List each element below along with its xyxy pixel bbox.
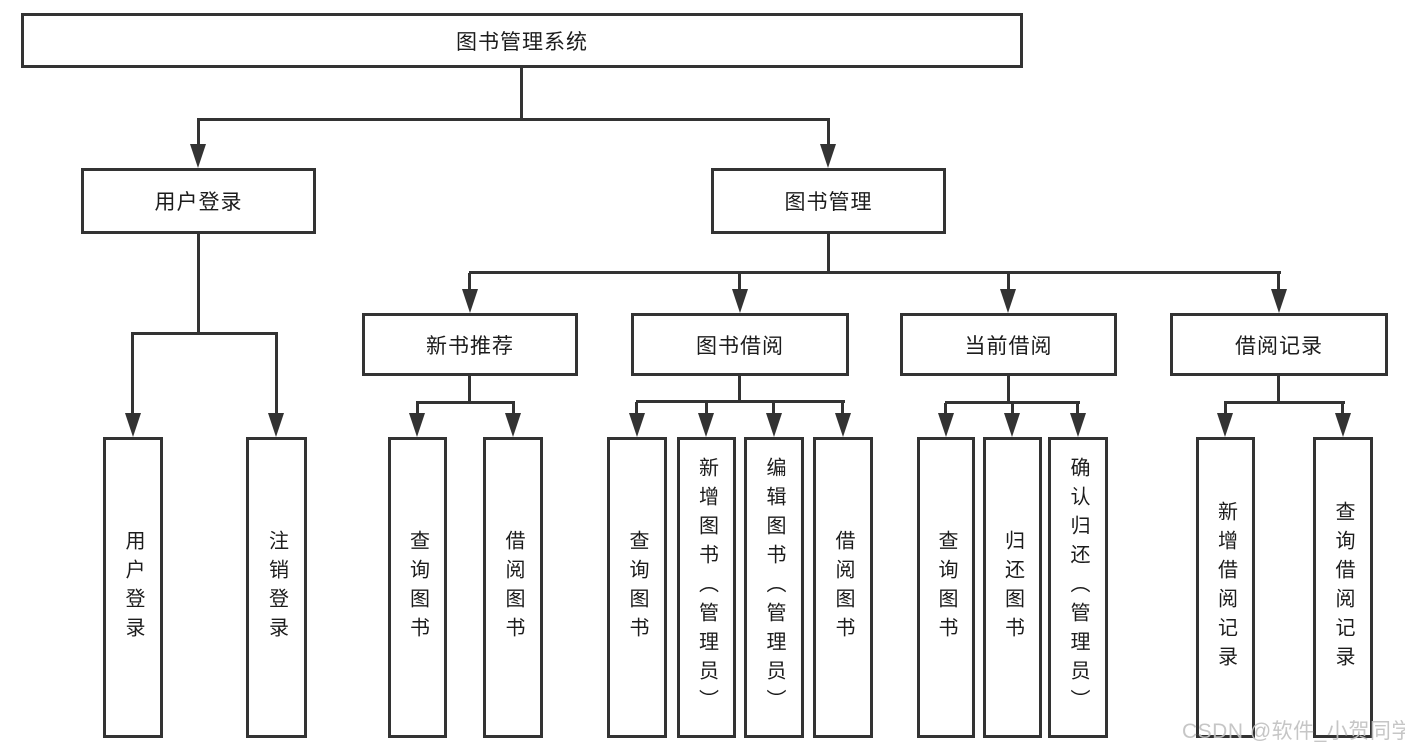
connector-vline: [1277, 273, 1280, 291]
arrow-down-icon: [820, 144, 836, 168]
connector-vline: [1341, 403, 1344, 415]
leaf-label: 归还图书: [1001, 529, 1024, 646]
arrow-down-icon: [505, 413, 521, 437]
node-current-borrow: 当前借阅: [900, 313, 1117, 376]
connector-vline: [738, 273, 741, 291]
connector-vline: [275, 334, 278, 416]
leaf-borrow-books: 借阅图书: [483, 437, 543, 738]
leaf-label: 查询图书: [406, 529, 429, 646]
watermark-text: CSDN @软件_小贺同学: [1182, 720, 1405, 743]
connector-vline: [468, 273, 471, 291]
connector-vline: [944, 403, 947, 415]
node-label: 用户登录: [154, 191, 243, 214]
arrow-down-icon: [1070, 413, 1086, 437]
connector-vline: [1007, 273, 1010, 291]
leaf-edit-book-admin: 编辑图书（管理员）: [744, 437, 804, 738]
connector-vline: [131, 334, 134, 416]
leaf-label: 查询借阅记录: [1332, 500, 1354, 675]
node-root: 图书管理系统: [21, 13, 1023, 68]
leaf-user-login: 用户登录: [103, 437, 163, 738]
connector-vline: [520, 68, 523, 120]
connector-vline: [197, 234, 200, 334]
connector-hline: [636, 400, 845, 403]
leaf-label: 查询图书: [935, 529, 957, 646]
leaf-query-books: 查询图书: [917, 437, 975, 738]
arrow-down-icon: [125, 413, 141, 437]
connector-vline: [468, 376, 471, 403]
connector-vline: [512, 403, 515, 415]
leaf-label: 借阅图书: [502, 529, 524, 646]
node-label: 借阅记录: [1235, 334, 1323, 358]
node-label: 当前借阅: [964, 334, 1053, 358]
arrow-down-icon: [1335, 413, 1351, 437]
connector-vline: [1277, 376, 1280, 403]
connector-vline: [416, 403, 419, 415]
leaf-label: 编辑图书（管理员）: [763, 457, 785, 718]
leaf-label: 用户登录: [122, 529, 144, 646]
connector-hline: [197, 118, 830, 121]
arrow-down-icon: [1004, 413, 1020, 437]
node-label: 图书借阅: [696, 334, 784, 358]
arrow-down-icon: [732, 289, 748, 313]
arrow-down-icon: [1217, 413, 1233, 437]
node-label: 新书推荐: [426, 334, 514, 358]
leaf-label: 注销登录: [265, 529, 288, 646]
arrow-down-icon: [1000, 289, 1016, 313]
connector-vline: [635, 402, 638, 415]
node-label: 图书管理系统: [456, 30, 588, 54]
arrow-down-icon: [268, 413, 284, 437]
arrow-down-icon: [462, 289, 478, 313]
connector-vline: [827, 234, 830, 273]
connector-vline: [738, 376, 741, 402]
leaf-add-borrow-record: 新增借阅记录: [1196, 437, 1255, 738]
arrow-down-icon: [835, 413, 851, 437]
connector-vline: [197, 120, 200, 148]
connector-hline: [416, 401, 515, 404]
arrow-down-icon: [938, 413, 954, 437]
leaf-logout: 注销登录: [246, 437, 307, 738]
leaf-label: 新增借阅记录: [1214, 500, 1237, 675]
node-borrow-records: 借阅记录: [1170, 313, 1388, 376]
connector-vline: [1011, 403, 1014, 415]
node-label: 图书管理: [784, 191, 873, 214]
leaf-confirm-return-admin: 确认归还（管理员）: [1048, 437, 1108, 738]
arrow-down-icon: [190, 144, 206, 168]
connector-hline: [131, 332, 278, 335]
leaf-add-book-admin: 新增图书（管理员）: [677, 437, 736, 738]
leaf-return-books: 归还图书: [983, 437, 1042, 738]
connector-vline: [1224, 403, 1227, 415]
leaf-label: 查询图书: [626, 529, 648, 646]
node-user-login: 用户登录: [81, 168, 316, 234]
arrow-down-icon: [698, 413, 714, 437]
leaf-label: 借阅图书: [832, 529, 854, 646]
arrow-down-icon: [1271, 289, 1287, 313]
leaf-label: 确认归还（管理员）: [1067, 457, 1089, 718]
connector-hline: [469, 271, 1281, 274]
node-book-management: 图书管理: [711, 168, 946, 234]
connector-hline: [945, 401, 1080, 404]
node-book-borrow: 图书借阅: [631, 313, 849, 376]
leaf-label: 新增图书（管理员）: [695, 457, 718, 718]
connector-vline: [772, 402, 775, 415]
connector-vline: [841, 402, 844, 415]
connector-hline: [1224, 401, 1345, 404]
connector-vline: [1007, 376, 1010, 403]
node-new-book-recommend: 新书推荐: [362, 313, 578, 376]
leaf-query-borrow-record: 查询借阅记录: [1313, 437, 1373, 738]
arrow-down-icon: [629, 413, 645, 437]
leaf-query-books: 查询图书: [388, 437, 447, 738]
connector-vline: [827, 120, 830, 148]
connector-vline: [1076, 403, 1079, 415]
arrow-down-icon: [409, 413, 425, 437]
arrow-down-icon: [766, 413, 782, 437]
leaf-borrow-books: 借阅图书: [813, 437, 873, 738]
leaf-query-books: 查询图书: [607, 437, 667, 738]
connector-vline: [705, 402, 708, 415]
